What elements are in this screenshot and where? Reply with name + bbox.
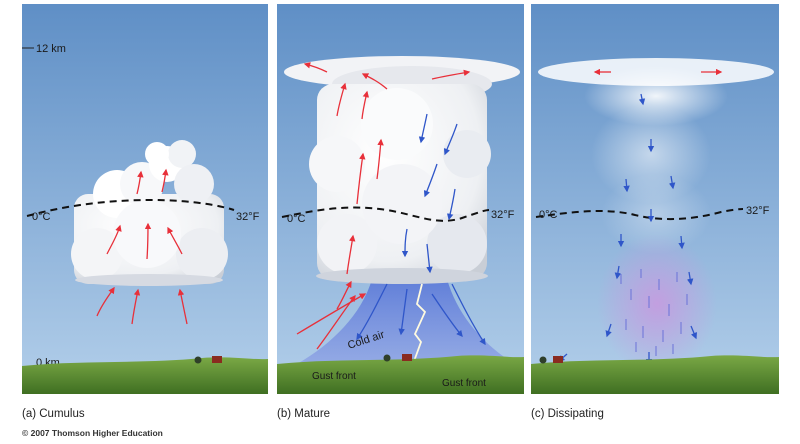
temp-0c-label: 0°C — [287, 213, 306, 225]
house-icon — [553, 356, 563, 363]
panel-mature: 0°C 32°F — [277, 4, 524, 394]
mature-diagram: 0°C 32°F — [277, 4, 524, 394]
caption-dissipating: (c) Dissipating — [531, 408, 604, 420]
dissipating-diagram: 0°C 32°F — [531, 4, 779, 394]
panel-dissipating: 0°C 32°F — [531, 4, 779, 394]
cumulus-diagram: 12 km 0 km 0°C 32°F — [22, 4, 268, 394]
altitude-12km-label: 12 km — [36, 43, 66, 55]
tree-icon — [384, 355, 391, 362]
rain-area — [597, 234, 717, 374]
temp-32f-label: 32°F — [491, 209, 515, 221]
gust-front-left-label: Gust front — [312, 371, 356, 382]
temp-0c-label: 0°C — [539, 209, 558, 221]
caption-mature: (b) Mature — [277, 408, 330, 420]
house-icon — [402, 354, 412, 361]
gust-front-right-label: Gust front — [442, 378, 486, 389]
copyright-notice: © 2007 Thomson Higher Education — [22, 428, 163, 438]
house-icon — [212, 356, 222, 363]
caption-cumulus: (a) Cumulus — [22, 408, 85, 420]
temp-0c-label: 0°C — [32, 211, 51, 223]
temp-32f-label: 32°F — [746, 205, 770, 217]
panel-cumulus: 12 km 0 km 0°C 32°F — [22, 4, 268, 394]
tree-icon — [195, 357, 202, 364]
temp-32f-label: 32°F — [236, 211, 260, 223]
tree-icon — [540, 357, 547, 364]
